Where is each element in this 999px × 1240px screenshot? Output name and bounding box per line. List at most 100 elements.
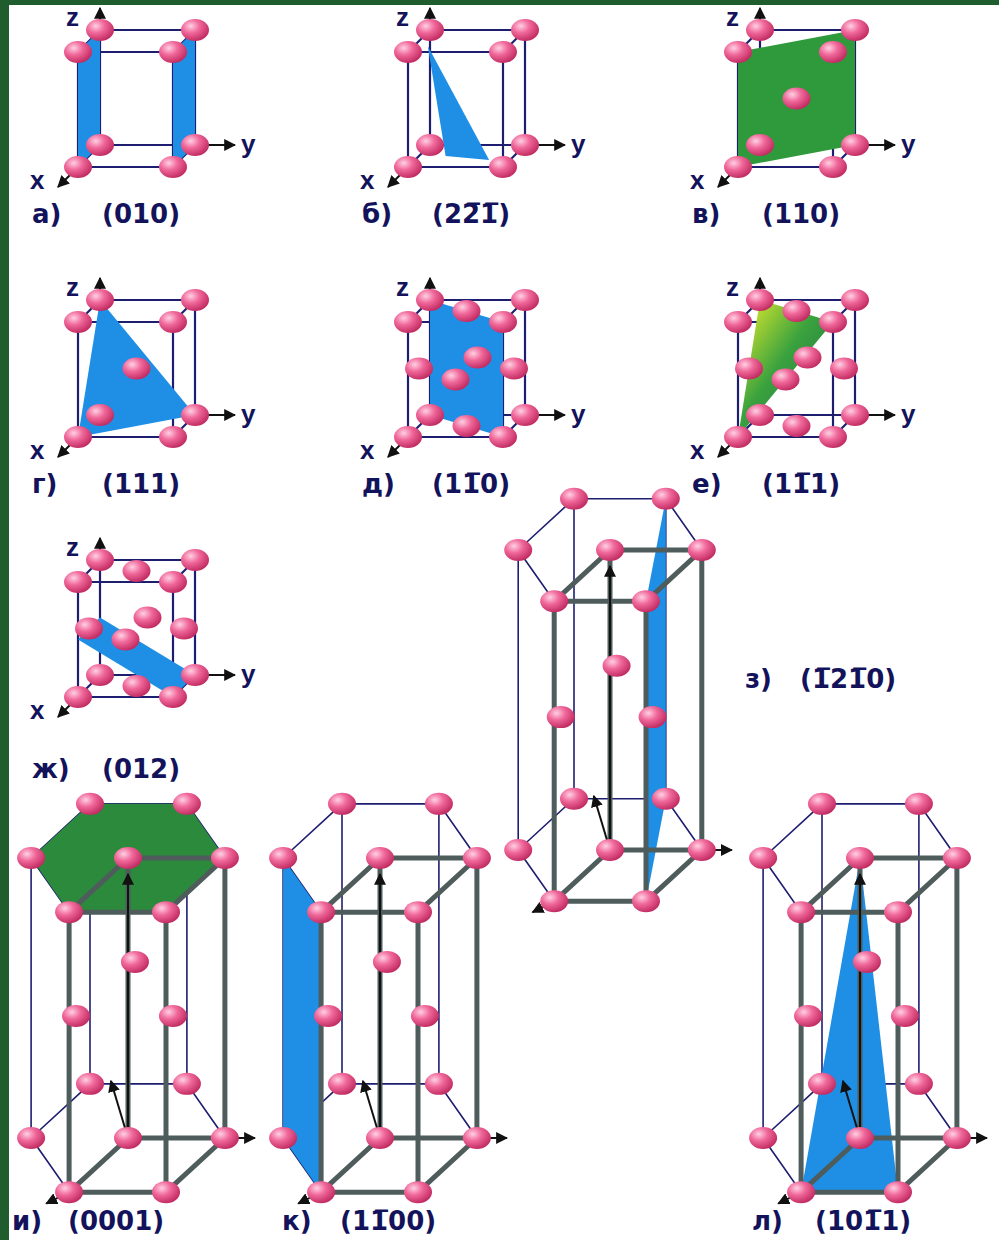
atom bbox=[152, 901, 180, 923]
atom bbox=[64, 41, 92, 63]
label-anchor: (11̅00) bbox=[340, 1207, 436, 1237]
atom bbox=[453, 300, 481, 322]
atom bbox=[724, 41, 752, 63]
panel-letter: б) bbox=[362, 200, 392, 230]
prism-edge bbox=[573, 499, 575, 799]
cubic-cell bbox=[718, 278, 895, 457]
axis-label: z bbox=[396, 3, 409, 33]
label-anchor: е) bbox=[692, 470, 722, 500]
unit-cell bbox=[126, 858, 131, 1138]
atom bbox=[943, 847, 971, 869]
atom bbox=[453, 415, 481, 437]
cell-edge bbox=[78, 696, 173, 698]
atom bbox=[416, 289, 444, 311]
label-anchor: y bbox=[901, 130, 915, 160]
atom bbox=[373, 951, 401, 973]
label-anchor: л) bbox=[752, 1207, 783, 1237]
atom bbox=[404, 1181, 432, 1203]
atom bbox=[159, 1005, 187, 1027]
atom bbox=[366, 847, 394, 869]
panel-letter: ж) bbox=[32, 755, 70, 785]
axis-label: y bbox=[901, 400, 915, 430]
miller-index: (11̅0) bbox=[432, 470, 510, 500]
cell-edge bbox=[407, 52, 409, 167]
atom bbox=[787, 901, 815, 923]
cell-edge bbox=[430, 299, 525, 301]
atom bbox=[846, 1127, 874, 1149]
label-anchor: в) bbox=[692, 200, 720, 230]
atom bbox=[112, 629, 140, 651]
atom bbox=[181, 19, 209, 41]
miller-index: (101̅1) bbox=[815, 1207, 911, 1237]
cell-edge bbox=[737, 322, 739, 437]
cubic-cell bbox=[388, 8, 565, 187]
prism-edge bbox=[320, 912, 322, 1192]
atom bbox=[724, 426, 752, 448]
panel-letter: а) bbox=[32, 200, 61, 230]
cell-edge bbox=[408, 436, 503, 438]
atom bbox=[394, 426, 422, 448]
label-anchor: x bbox=[690, 436, 704, 466]
axis-label: y bbox=[571, 130, 585, 160]
miller-index: (1̅21̅0) bbox=[800, 665, 896, 695]
axis-label: x bbox=[360, 166, 374, 196]
cell-edge bbox=[524, 300, 526, 415]
atom bbox=[181, 134, 209, 156]
atom bbox=[787, 1181, 815, 1203]
prism-edge bbox=[800, 912, 802, 1192]
panel-letter: д) bbox=[362, 470, 395, 500]
prism-edge bbox=[645, 601, 647, 901]
cell-edge bbox=[854, 300, 856, 415]
atom bbox=[64, 311, 92, 333]
unit-cell bbox=[801, 858, 957, 912]
atom bbox=[55, 1181, 83, 1203]
axis-label: y bbox=[901, 130, 915, 160]
atom bbox=[152, 1181, 180, 1203]
label-anchor: z bbox=[66, 533, 79, 563]
axis-arrow bbox=[609, 566, 611, 850]
cell-edge bbox=[408, 166, 503, 168]
white-ground bbox=[9, 5, 999, 1240]
hexagonal-cell bbox=[749, 793, 987, 1204]
atom bbox=[841, 134, 869, 156]
cell-edge bbox=[100, 29, 195, 31]
prism-edge bbox=[821, 804, 823, 1084]
atom bbox=[819, 156, 847, 178]
label-anchor: (11̅1) bbox=[762, 470, 840, 500]
atom bbox=[416, 19, 444, 41]
axis-label: z bbox=[396, 273, 409, 303]
atom bbox=[86, 289, 114, 311]
atom bbox=[463, 847, 491, 869]
unit-cell bbox=[801, 1138, 957, 1192]
atom bbox=[159, 311, 187, 333]
unit-cell bbox=[896, 912, 901, 1192]
label-anchor: б) bbox=[362, 200, 392, 230]
atom bbox=[86, 134, 114, 156]
atom bbox=[55, 901, 83, 923]
axis-label: y bbox=[241, 660, 255, 690]
cubic-cell bbox=[58, 538, 235, 717]
atom bbox=[746, 19, 774, 41]
unit-cell bbox=[164, 912, 169, 1192]
panel-letter: е) bbox=[692, 470, 722, 500]
atom bbox=[159, 426, 187, 448]
atom bbox=[724, 156, 752, 178]
atom bbox=[489, 156, 517, 178]
cell-edge bbox=[408, 51, 503, 53]
atom bbox=[794, 1005, 822, 1027]
axis-arrow bbox=[379, 874, 381, 1138]
lattice-plane bbox=[78, 300, 195, 437]
atom bbox=[17, 1127, 45, 1149]
atom bbox=[173, 1073, 201, 1095]
atom bbox=[86, 664, 114, 686]
label-anchor: (0001) bbox=[68, 1207, 164, 1237]
miller-index: (110) bbox=[762, 200, 840, 230]
atom bbox=[442, 369, 470, 391]
cell-edge bbox=[429, 30, 431, 145]
label-anchor: x bbox=[360, 436, 374, 466]
atom bbox=[504, 539, 532, 561]
atom bbox=[652, 488, 680, 510]
atom bbox=[173, 793, 201, 815]
atom bbox=[394, 156, 422, 178]
label-anchor: г) bbox=[32, 470, 57, 500]
